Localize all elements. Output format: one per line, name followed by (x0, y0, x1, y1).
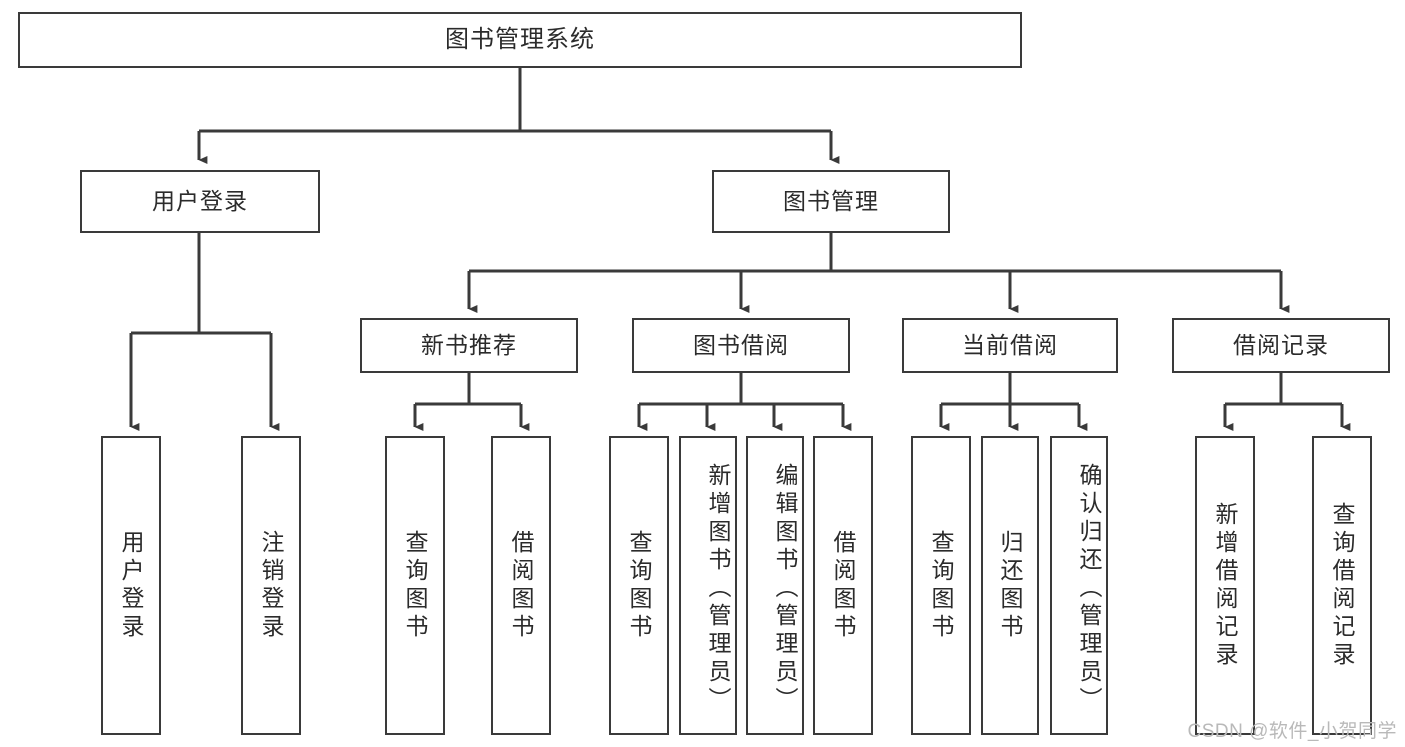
node-new-book-rec-label: 新书推荐 (421, 331, 517, 358)
node-user-login[interactable]: 用户登录 (80, 170, 320, 233)
node-current-borrow[interactable]: 当前借阅 (902, 318, 1118, 373)
node-leaf-user-login[interactable]: 用户登录 (101, 436, 161, 735)
node-root-label: 图书管理系统 (445, 25, 595, 53)
node-leaf-query-book-2-label: 查询图书 (626, 529, 652, 642)
node-leaf-borrow-book-2[interactable]: 借阅图书 (813, 436, 873, 735)
node-root[interactable]: 图书管理系统 (18, 12, 1022, 68)
node-leaf-query-book-3-label: 查询图书 (928, 529, 954, 642)
node-leaf-query-record[interactable]: 查询借阅记录 (1312, 436, 1372, 735)
node-leaf-query-book-3[interactable]: 查询图书 (911, 436, 971, 735)
node-leaf-query-book-1-label: 查询图书 (402, 529, 428, 642)
node-new-book-rec[interactable]: 新书推荐 (360, 318, 578, 373)
node-book-borrow[interactable]: 图书借阅 (632, 318, 850, 373)
node-book-manage-label: 图书管理 (783, 187, 879, 214)
node-leaf-add-record-label: 新增借阅记录 (1212, 501, 1238, 670)
node-leaf-borrow-book-2-label: 借阅图书 (830, 529, 856, 642)
node-leaf-user-login-label: 用户登录 (118, 529, 144, 642)
node-leaf-query-book-1[interactable]: 查询图书 (385, 436, 445, 735)
node-leaf-confirm-return[interactable]: 确认归还（管理员） (1050, 436, 1108, 735)
node-current-borrow-label: 当前借阅 (962, 331, 1058, 358)
node-leaf-return-book-label: 归还图书 (997, 529, 1023, 642)
node-leaf-borrow-book-1[interactable]: 借阅图书 (491, 436, 551, 735)
node-book-manage[interactable]: 图书管理 (712, 170, 950, 233)
node-leaf-add-record[interactable]: 新增借阅记录 (1195, 436, 1255, 735)
node-borrow-record-label: 借阅记录 (1233, 331, 1329, 358)
node-borrow-record[interactable]: 借阅记录 (1172, 318, 1390, 373)
node-book-borrow-label: 图书借阅 (693, 331, 789, 358)
node-leaf-logout-label: 注销登录 (258, 529, 284, 642)
node-leaf-edit-book[interactable]: 编辑图书（管理员） (746, 436, 804, 735)
node-leaf-borrow-book-1-label: 借阅图书 (508, 529, 534, 642)
node-leaf-add-book-label: 新增图书（管理员） (705, 462, 731, 715)
node-user-login-label: 用户登录 (152, 187, 248, 214)
watermark: CSDN @软件_小贺同学 (1187, 721, 1397, 742)
node-leaf-query-record-label: 查询借阅记录 (1329, 501, 1355, 670)
node-leaf-query-book-2[interactable]: 查询图书 (609, 436, 669, 735)
node-leaf-confirm-return-label: 确认归还（管理员） (1076, 462, 1102, 715)
node-leaf-add-book[interactable]: 新增图书（管理员） (679, 436, 737, 735)
node-leaf-return-book[interactable]: 归还图书 (981, 436, 1039, 735)
node-leaf-logout[interactable]: 注销登录 (241, 436, 301, 735)
node-leaf-edit-book-label: 编辑图书（管理员） (772, 462, 798, 715)
